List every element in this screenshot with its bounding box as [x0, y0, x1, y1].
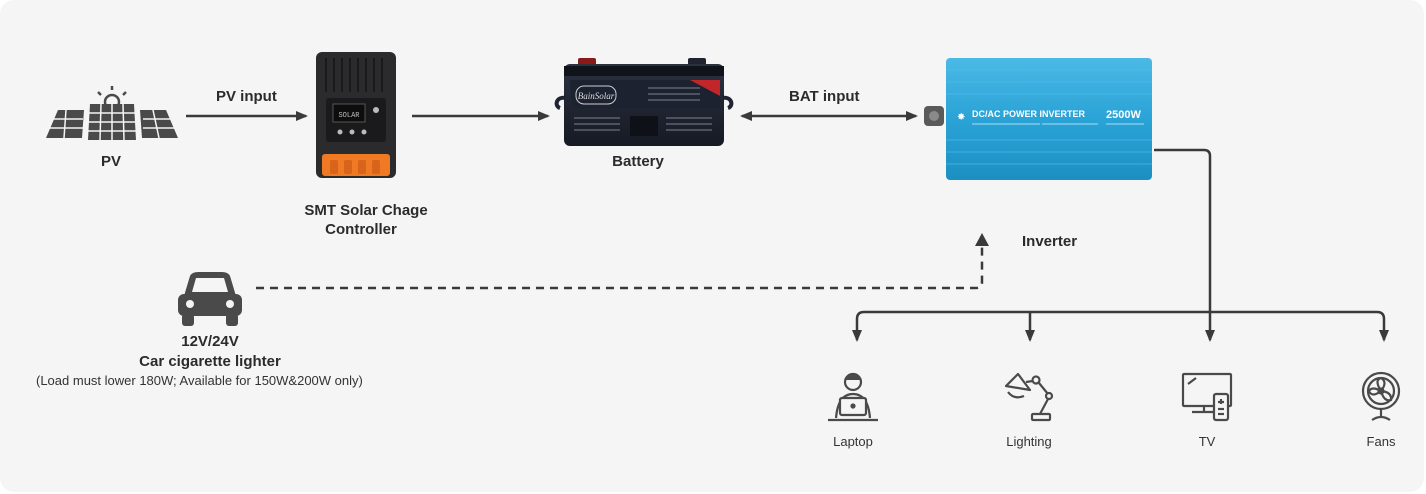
inverter-title-text: DC/AC POWER INVERTER [972, 109, 1086, 119]
load-label-lighting: Lighting [1006, 434, 1052, 449]
car-voltage-label: 12V/24V [181, 333, 239, 350]
bat-input-label: BAT input [789, 88, 860, 105]
svg-text:✸: ✸ [957, 112, 965, 123]
controller-label-line2: Controller [325, 221, 397, 238]
car-input-arrowhead [975, 233, 989, 246]
charge-controller-device: SOLAR [316, 52, 396, 178]
load-label-fans: Fans [1366, 434, 1396, 449]
pv-label: PV [100, 153, 122, 170]
car-icon [178, 272, 242, 326]
fan-icon [1361, 371, 1401, 421]
tv-icon [1181, 372, 1233, 422]
battery-device: BainSolar [554, 58, 734, 146]
battery-label: Battery [612, 153, 664, 170]
car-lighter-label: Car cigarette lighter [139, 353, 281, 370]
load-label-tv: TV [1198, 434, 1216, 449]
inverter-rating-text: 2500W [1106, 109, 1141, 121]
desk-lamp-icon [1004, 372, 1054, 422]
laptop-user-icon [828, 372, 878, 422]
inverter-device: DC/AC POWER INVERTER 2500W ✸ [924, 58, 1152, 180]
solar-panel-icon [46, 86, 178, 141]
controller-display: SOLAR [338, 112, 360, 120]
battery-brand-logo: BainSolar [578, 91, 615, 101]
car-load-note: (Load must lower 180W; Available for 150… [36, 373, 363, 388]
car-to-inverter-dashed-line [256, 244, 984, 290]
inverter-label: Inverter [1022, 233, 1078, 250]
inverter-output-lines [852, 148, 1389, 342]
pv-input-label: PV input [216, 88, 277, 105]
controller-label-line1: SMT Solar Chage [304, 202, 428, 219]
load-label-laptop: Laptop [833, 434, 873, 449]
